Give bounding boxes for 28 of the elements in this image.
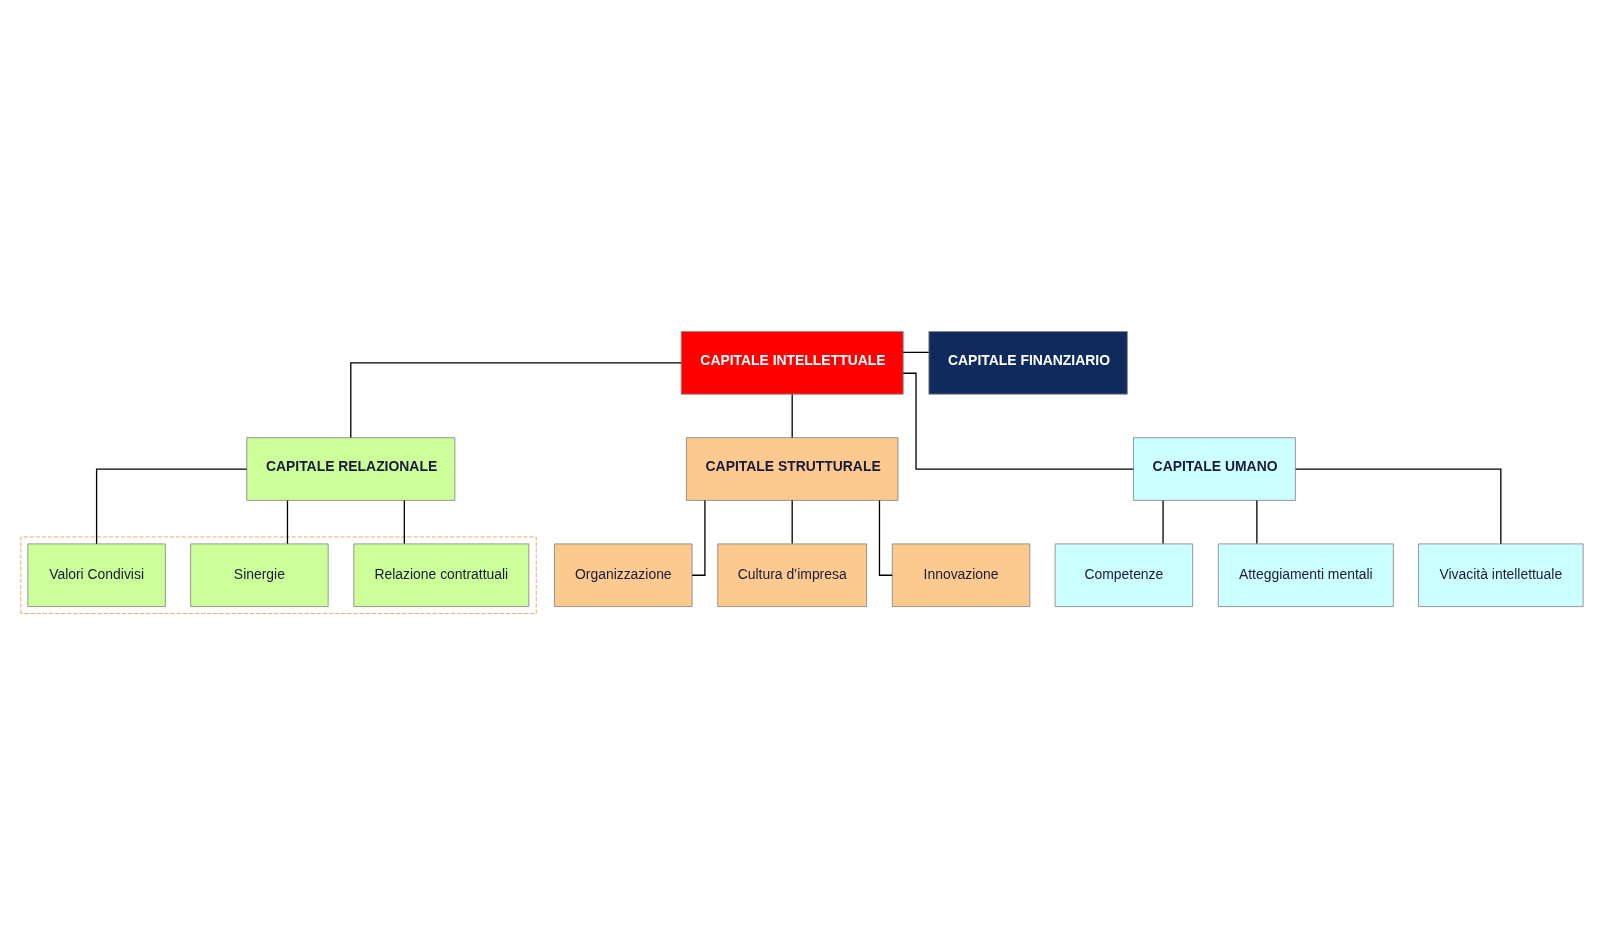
- connector: [791, 393, 793, 438]
- node-box: Atteggiamenti mentali: [1217, 542, 1394, 607]
- node-box: Innovazione: [891, 542, 1031, 607]
- node-box: Sinergie: [190, 542, 329, 607]
- connector: [1162, 499, 1164, 544]
- connector: [878, 499, 893, 576]
- connector: [350, 361, 682, 438]
- connector: [791, 499, 793, 544]
- node-box: Organizzazione: [554, 542, 693, 607]
- connector: [286, 499, 289, 544]
- node-box: CAPITALE UMANO: [1133, 436, 1296, 501]
- connector: [691, 499, 706, 576]
- connector: [95, 467, 248, 544]
- cluster: [20, 536, 537, 614]
- connector: [403, 499, 405, 544]
- node-box: Competenze: [1054, 542, 1194, 607]
- connector: [1256, 499, 1258, 544]
- node-box: Cultura d’impresa: [717, 542, 868, 607]
- node-box: CAPITALE RELAZIONALE: [246, 436, 456, 501]
- connector: [902, 351, 930, 353]
- connector: [902, 372, 1134, 470]
- connector: [1295, 467, 1502, 544]
- node-box: CAPITALE FINANZIARIO: [928, 330, 1128, 395]
- node-box: CAPITALE STRUTTURALE: [685, 436, 899, 501]
- node-box: Relazione contrattuali: [353, 542, 530, 607]
- node-box: CAPITALE INTELLETTUALE: [680, 330, 904, 395]
- node-box: Valori Condivisi: [27, 542, 166, 607]
- node-box: Vivacità intellettuale: [1418, 542, 1584, 607]
